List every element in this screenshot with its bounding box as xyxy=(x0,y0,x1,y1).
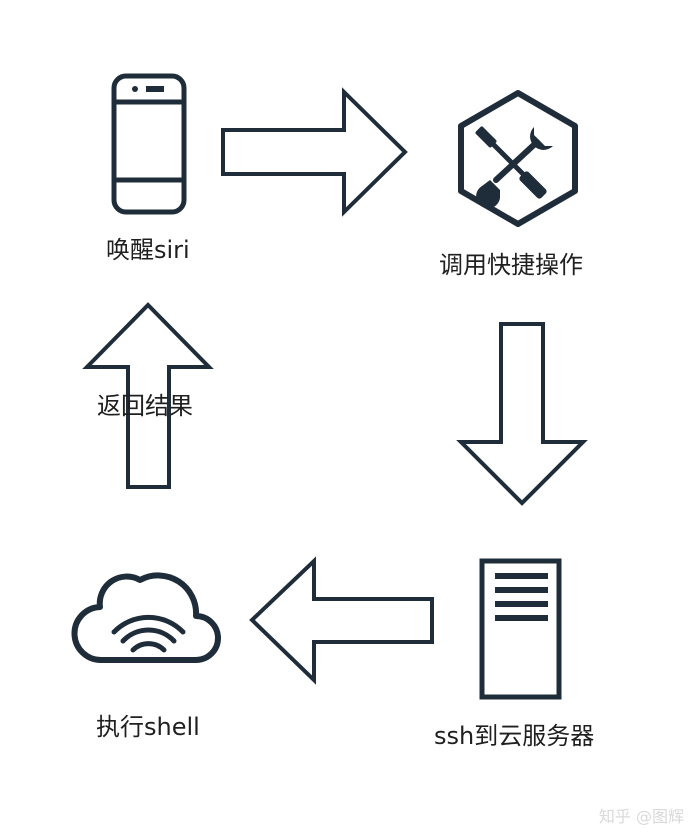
node-label-wake-siri: 唤醒siri xyxy=(106,236,190,264)
node-label-call-shortcut: 调用快捷操作 xyxy=(439,251,583,279)
smartphone-icon xyxy=(111,73,187,215)
arrow-left xyxy=(249,556,434,685)
node-label-ssh-cloud-server: ssh到云服务器 xyxy=(434,722,595,750)
cloud-wifi-icon xyxy=(71,572,221,664)
tools-hexagon-icon xyxy=(458,90,578,227)
arrow-down xyxy=(456,322,588,506)
node-label-return-result: 返回结果 xyxy=(97,392,193,420)
arrow-up xyxy=(82,302,214,489)
node-label-execute-shell: 执行shell xyxy=(96,713,200,741)
watermark: 知乎 @图辉 xyxy=(598,807,684,826)
server-icon xyxy=(479,558,562,700)
arrow-right xyxy=(221,87,408,217)
